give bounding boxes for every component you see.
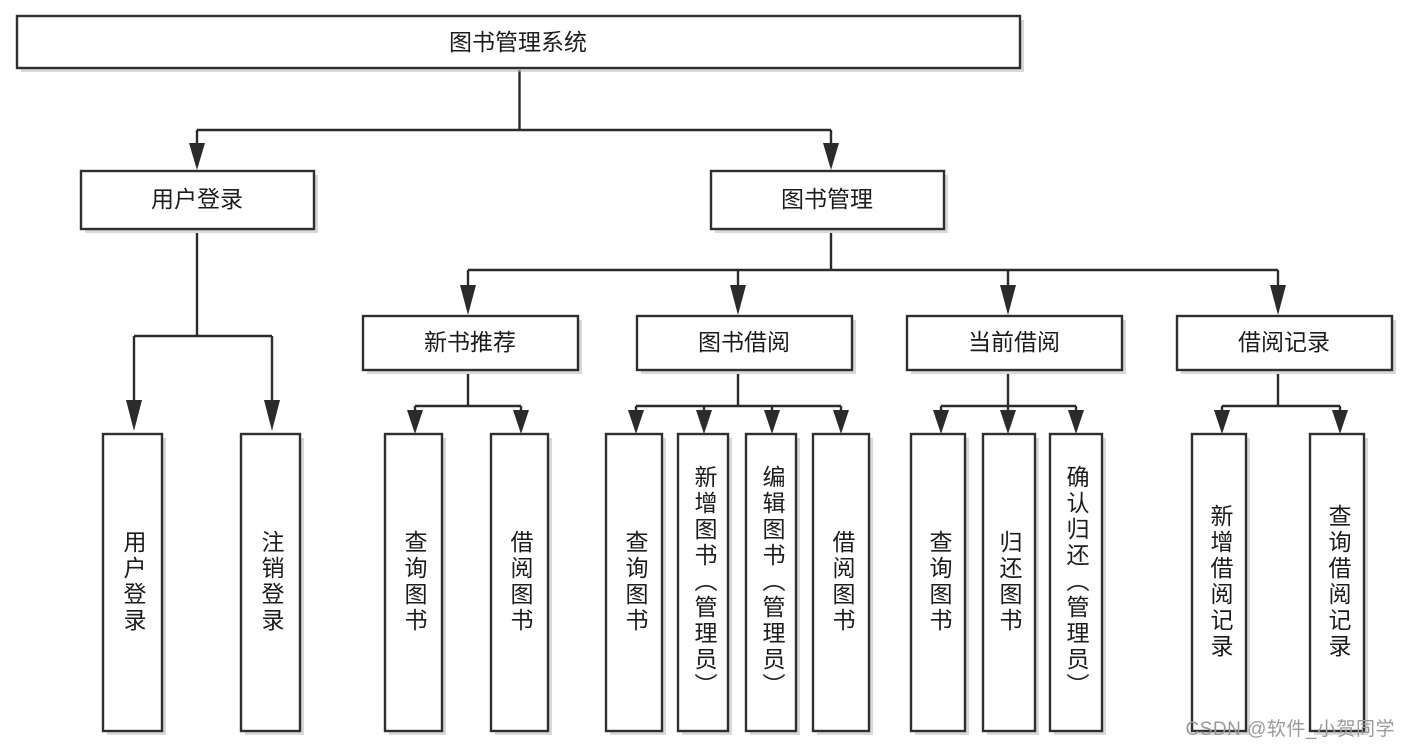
borrow-record-label: 借阅记录 (1238, 329, 1330, 355)
node-book-borrow[interactable]: 图书借阅 (635, 314, 856, 374)
leaf-rect (909, 432, 967, 733)
connectors-layer (126, 70, 1348, 434)
arrow-to-leaf-borrowrecord-0 (1214, 410, 1230, 434)
leaf-user-login-0[interactable]: 用户登录 (101, 432, 166, 735)
arrow-to-book-borrow (730, 285, 746, 315)
arrow-to-leaf-newbook-1 (513, 410, 529, 434)
leaf-label: 用户登录 (120, 530, 147, 634)
book-manage-label: 图书管理 (781, 186, 873, 212)
leaf-rect (1308, 432, 1366, 733)
arrow-to-new-book-recommend (460, 285, 476, 315)
leaf-rect (744, 432, 798, 733)
arrow-to-leaf-bookborrow-3 (833, 410, 849, 434)
user-login-rect (79, 169, 316, 231)
arrow-to-leaf-newbook-0 (407, 410, 423, 434)
leaf-label: 查询借阅记录 (1325, 504, 1352, 660)
leaf-label: 查询图书 (926, 530, 953, 634)
leaf-label: 借阅图书 (829, 530, 856, 634)
arrow-to-user-login (189, 143, 205, 170)
leaf-label: 查询图书 (622, 530, 649, 634)
node-user-login[interactable]: 用户登录 (79, 169, 318, 233)
leaf-borrow-record-0[interactable]: 新增借阅记录 (1190, 432, 1250, 735)
leaf-user-login-1[interactable]: 注销登录 (239, 432, 304, 735)
csdn-watermark: CSDN @软件_小贺同学 (1185, 719, 1395, 740)
leaf-rect (489, 432, 550, 733)
arrow-to-leaf-borrowrecord-1 (1332, 410, 1348, 434)
arrow-to-current-borrow (1000, 285, 1016, 315)
leaf-label: 编辑图书（管理员） (759, 465, 786, 699)
leaf-rect (811, 432, 871, 733)
book-borrow-label: 图书借阅 (698, 329, 790, 355)
leaf-current-borrow-2[interactable]: 确认归还（管理员） (1048, 432, 1106, 735)
arrow-to-leaf-user-login-0 (126, 400, 142, 431)
node-current-borrow[interactable]: 当前借阅 (905, 314, 1126, 374)
leaf-borrow-record-1[interactable]: 查询借阅记录 (1308, 432, 1368, 735)
leaf-book-borrow-3[interactable]: 借阅图书 (811, 432, 873, 735)
user-login-label: 用户登录 (151, 186, 243, 212)
leaf-rect (1190, 432, 1248, 733)
leaf-label: 查询图书 (401, 530, 428, 634)
leaf-new-book-recommend-0[interactable]: 查询图书 (383, 432, 446, 735)
new-book-recommend-rect (361, 314, 580, 372)
arrow-to-leaf-currentborrow-2 (1068, 410, 1084, 434)
current-borrow-label: 当前借阅 (968, 329, 1060, 355)
arrow-to-leaf-user-login-1 (264, 400, 280, 431)
leaf-rect (1048, 432, 1104, 733)
leaf-label: 归还图书 (996, 530, 1023, 634)
leaf-label: 注销登录 (258, 530, 285, 634)
arrow-to-borrow-record (1270, 285, 1286, 315)
node-new-book-recommend[interactable]: 新书推荐 (361, 314, 582, 374)
node-borrow-record[interactable]: 借阅记录 (1175, 314, 1396, 374)
book-borrow-rect (635, 314, 854, 372)
leaf-rect (981, 432, 1037, 733)
leaf-rect (604, 432, 664, 733)
arrow-to-leaf-currentborrow-0 (933, 410, 949, 434)
arrow-to-leaf-bookborrow-0 (628, 410, 644, 434)
leaf-label: 新增借阅记录 (1207, 504, 1234, 660)
new-book-recommend-label: 新书推荐 (424, 329, 516, 355)
book-manage-rect (709, 169, 946, 231)
leaf-label: 借阅图书 (507, 530, 534, 634)
leaf-book-borrow-2[interactable]: 编辑图书（管理员） (744, 432, 800, 735)
root-rect (15, 14, 1022, 70)
arrow-to-leaf-currentborrow-1 (1000, 410, 1016, 434)
arrow-to-book-manage (823, 143, 839, 170)
leaf-current-borrow-1[interactable]: 归还图书 (981, 432, 1039, 735)
arrow-to-leaf-bookborrow-2 (764, 410, 780, 434)
leaf-rect (383, 432, 444, 733)
leaf-current-borrow-0[interactable]: 查询图书 (909, 432, 969, 735)
borrow-record-rect (1175, 314, 1394, 372)
leaf-label: 新增图书（管理员） (691, 465, 718, 699)
root-label: 图书管理系统 (449, 29, 587, 55)
leaf-book-borrow-1[interactable]: 新增图书（管理员） (676, 432, 732, 735)
current-borrow-rect (905, 314, 1124, 372)
arrow-to-leaf-bookborrow-1 (696, 410, 712, 434)
leaf-book-borrow-0[interactable]: 查询图书 (604, 432, 666, 735)
leaf-rect (101, 432, 164, 733)
node-book-manage[interactable]: 图书管理 (709, 169, 948, 233)
leaf-new-book-recommend-1[interactable]: 借阅图书 (489, 432, 552, 735)
node-root[interactable]: 图书管理系统 (15, 14, 1024, 72)
leaf-rect (239, 432, 302, 733)
leaf-label: 确认归还（管理员） (1063, 465, 1090, 699)
leaf-rect (676, 432, 730, 733)
